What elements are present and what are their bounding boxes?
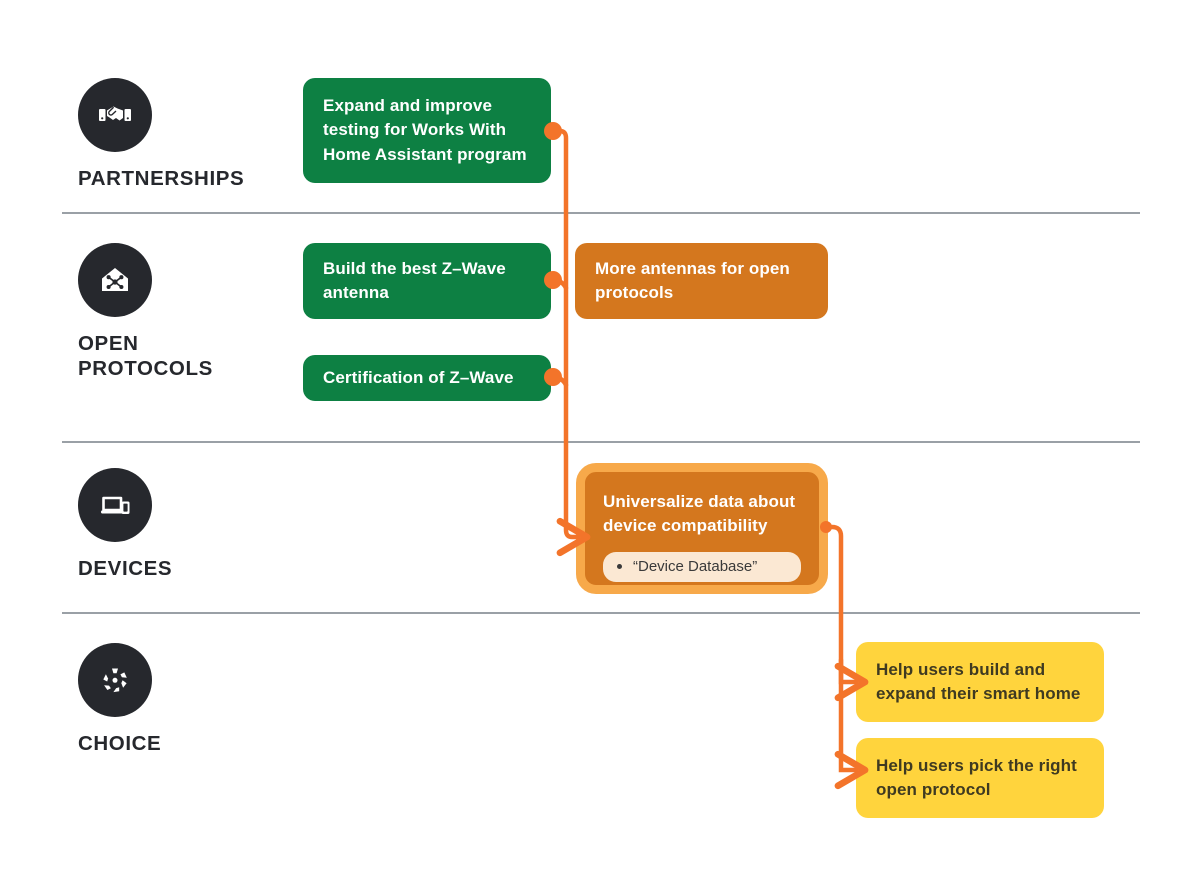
branch-zwave-certification	[550, 374, 569, 388]
category-partnerships: PARTNERSHIPS	[78, 78, 308, 191]
branch-zwave-antenna	[550, 277, 569, 291]
home-network-icon	[78, 243, 152, 317]
category-devices: DEVICES	[78, 468, 308, 581]
card-zwave-certification[interactable]: Certification of Z–Wave	[303, 355, 551, 401]
category-label: CHOICE	[78, 732, 162, 755]
bullet-icon	[617, 564, 622, 570]
card-text: Build the best Z–Wave antenna	[323, 258, 506, 302]
row-divider-devices	[62, 612, 1140, 614]
card-text: Help users pick the right open protocol	[876, 755, 1077, 799]
card-text: Universalize data about device compatibi…	[603, 492, 796, 536]
card-text: More antennas for open protocols	[595, 258, 790, 302]
category-choice: CHOICE	[78, 643, 308, 756]
card-zwave-antenna[interactable]: Build the best Z–Wave antenna	[303, 243, 551, 319]
card-build-expand-home[interactable]: Help users build and expand their smart …	[856, 642, 1104, 722]
trunk-connector	[550, 128, 591, 557]
category-label: DEVICES	[78, 557, 173, 580]
category-label: PARTNERSHIPS	[78, 167, 245, 190]
row-divider-partnerships	[62, 212, 1140, 214]
card-text: Help users build and expand their smart …	[876, 659, 1081, 703]
category-label: OPEN PROTOCOLS	[78, 332, 213, 380]
pill-label: “Device Database”	[633, 558, 758, 576]
choice-burst-icon	[78, 643, 152, 717]
card-partnerships-goal[interactable]: Expand and improve testing for Works Wit…	[303, 78, 551, 183]
card-text: Certification of Z–Wave	[323, 367, 514, 387]
handshake-icon	[78, 78, 152, 152]
category-open-protocols: OPEN PROTOCOLS	[78, 243, 308, 381]
card-more-antennas[interactable]: More antennas for open protocols	[575, 243, 828, 319]
card-text: Expand and improve testing for Works Wit…	[323, 96, 527, 164]
branch-to-pick-protocol	[834, 657, 869, 790]
row-divider-open-protocols	[62, 441, 1140, 443]
branch-to-build-expand	[821, 524, 869, 702]
card-pick-open-protocol[interactable]: Help users pick the right open protocol	[856, 738, 1104, 818]
list-item-device-database[interactable]: “Device Database”	[603, 552, 801, 583]
devices-icon	[78, 468, 152, 542]
device-database-list: “Device Database”	[603, 552, 801, 583]
card-universalize-data[interactable]: Universalize data about device compatibi…	[576, 463, 828, 594]
